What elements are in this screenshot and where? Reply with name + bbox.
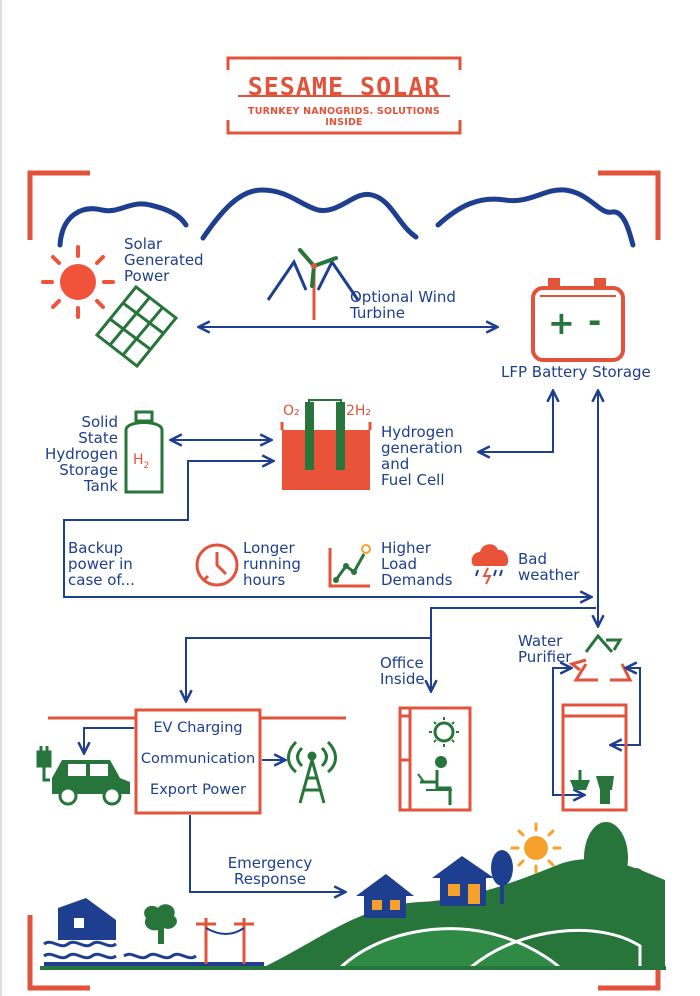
emergency-label: Emergency Response: [222, 855, 318, 887]
bad-weather-label: Bad weather: [518, 551, 579, 583]
office-worker-icon: [417, 717, 459, 805]
battery-icon: [531, 278, 625, 362]
tank-label-line: Storage: [59, 461, 118, 479]
battery-fuelcell-arrow: [480, 392, 553, 452]
radio-tower-icon: [287, 740, 337, 804]
bad-weather-label-line: weather: [518, 566, 580, 584]
ev-box: [48, 708, 346, 815]
ev-charging-arrow: [84, 727, 134, 752]
house-icon-large: [432, 856, 494, 906]
higher-label-line: Higher: [381, 539, 431, 557]
load-chart-icon: [328, 544, 371, 588]
purifier-left-pipe: [552, 668, 583, 795]
big-tree-icon: [584, 822, 649, 936]
office-label-line: Inside: [380, 670, 425, 688]
clock-icon: [195, 543, 239, 587]
higher-label: Higher Load Demands: [381, 540, 452, 588]
house-tree-icon: [491, 850, 513, 904]
mountains: [57, 187, 636, 248]
fuel-cell-label-line: generation: [381, 439, 463, 457]
tank-symbol-sub: 2: [143, 460, 150, 471]
emergency-label-line: Response: [233, 870, 307, 888]
water-purifier-label-line: Purifier: [518, 648, 572, 666]
fuel-cell-label-line: Fuel Cell: [381, 471, 445, 489]
battery-label: LFP Battery Storage: [501, 363, 651, 381]
h2-label: 2H₂: [346, 403, 372, 419]
office-label-line: Office: [380, 654, 424, 672]
house-icon: [356, 874, 414, 918]
backup-power-line: [63, 461, 590, 597]
backup-label-line: power in: [68, 555, 133, 573]
wind-turbine-icon: [266, 248, 360, 320]
longer-label-line: hours: [243, 571, 286, 589]
water-purifier-label: Water Purifier: [518, 633, 571, 665]
wind-label: Optional Wind Turbine: [350, 289, 456, 321]
export-power-label: Export Power: [150, 782, 246, 798]
solar-panel-icon: [94, 284, 179, 369]
car-icon: [52, 760, 130, 806]
tank-label: Solid State Hydrogen Storage Tank: [30, 414, 118, 494]
longer-label-line: Longer: [243, 539, 295, 557]
solar-label-line: Generated: [124, 251, 204, 269]
tank-label-line: Hydrogen: [45, 445, 118, 463]
fuel-cell-label-line: and: [381, 455, 410, 473]
logo: SESAME SOLAR TURNKEY NANOGRIDS. SOLUTION…: [228, 56, 460, 134]
longer-label: Longer running hours: [243, 540, 301, 588]
office-room: [398, 706, 472, 812]
higher-label-line: Load: [381, 555, 417, 573]
tank-symbol-h: H: [133, 452, 144, 468]
hills-outline: [465, 929, 642, 970]
hills: [262, 859, 665, 968]
tree-icon: [144, 904, 177, 944]
fuel-cell-label-line: Hydrogen: [381, 423, 454, 441]
bad-weather-label-line: Bad: [518, 550, 548, 568]
fuel-cell-label: Hydrogen generation and Fuel Cell: [381, 424, 463, 488]
recycle-icon: [568, 633, 633, 682]
backup-label: Backup power in case of...: [68, 540, 135, 588]
battery-plus: +: [548, 304, 575, 342]
brand-tagline: TURNKEY NANOGRIDS. SOLUTIONS INSIDE: [248, 106, 440, 128]
hills-front: [336, 927, 564, 970]
sink-toilet-icon: [570, 770, 614, 804]
o2-label: O₂: [283, 403, 300, 419]
ev-charging-label: EV Charging: [153, 720, 243, 736]
solar-label: Solar Generated Power: [124, 236, 204, 284]
water-purifier-label-line: Water: [518, 632, 563, 650]
emergency-response-arrow: [189, 815, 344, 892]
sun-icon: [41, 245, 115, 319]
water-room: [561, 703, 628, 812]
higher-label-line: Demands: [381, 571, 453, 589]
office-label: Office Inside: [380, 655, 425, 687]
backup-label-line: Backup: [68, 539, 123, 557]
storm-cloud-icon: [471, 544, 509, 585]
tank-label-line: State: [78, 429, 118, 447]
ground-line: [40, 966, 666, 970]
communication-label: Communication: [140, 751, 256, 767]
ev-plug-icon: [36, 746, 52, 782]
battery-minus: -: [588, 302, 602, 340]
backup-label-line: case of...: [68, 571, 135, 589]
brand-name: SESAME SOLAR: [247, 72, 441, 101]
tank-label-line: Tank: [83, 477, 118, 495]
wind-label-line: Turbine: [350, 304, 405, 322]
power-pole-icon: [196, 918, 254, 964]
longer-label-line: running: [243, 555, 301, 573]
flooded-house-icon: [43, 898, 264, 966]
sun-small-icon: [510, 822, 562, 874]
tank-label-line: Solid: [81, 413, 118, 431]
emergency-label-line: Emergency: [227, 854, 313, 872]
solar-label-line: Solar: [124, 235, 163, 253]
solar-label-line: Power: [124, 267, 170, 285]
hydrogen-tank-icon: [124, 410, 164, 494]
logo-frame: [226, 56, 462, 135]
wind-label-line: Optional Wind: [350, 288, 456, 306]
tank-symbol: H2: [133, 452, 149, 471]
